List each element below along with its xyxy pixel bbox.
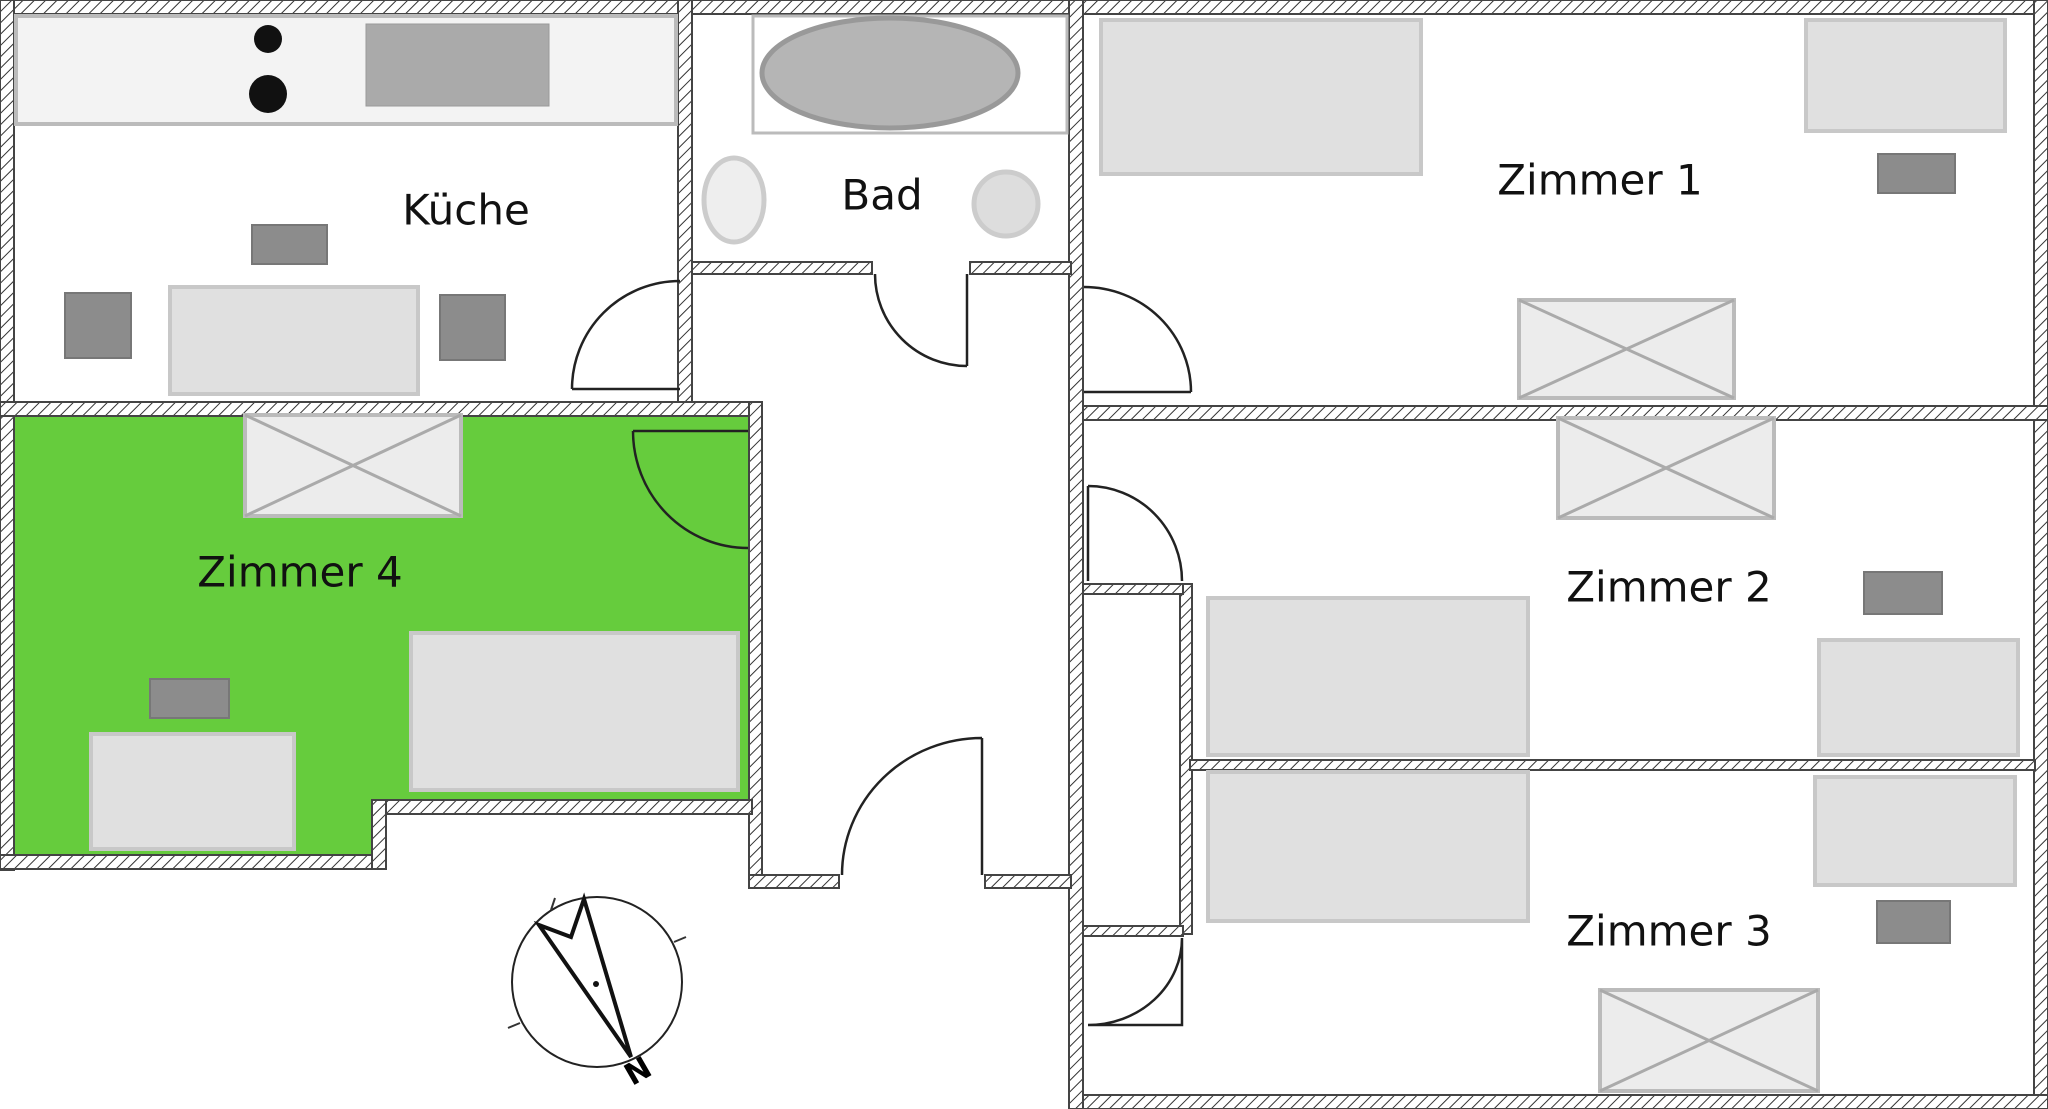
room-label-4: Zimmer 4	[197, 548, 402, 597]
bed	[1206, 596, 1530, 757]
room-4-door[interactable]	[631, 429, 749, 550]
desk	[89, 732, 296, 851]
compass-north-arrow-icon: N	[507, 892, 687, 1093]
room-label-bath: Bad	[841, 171, 922, 220]
bed	[1099, 18, 1423, 176]
toilet	[971, 169, 1041, 239]
bath-sink	[701, 155, 767, 245]
stove-burner-icon	[249, 75, 287, 113]
bath-door[interactable]	[873, 273, 969, 368]
room-label-1: Zimmer 1	[1497, 156, 1702, 205]
desk	[1804, 18, 2007, 133]
bed	[1206, 770, 1530, 923]
kitchen-chair	[251, 224, 328, 265]
kitchen-table	[168, 285, 420, 396]
chair	[1863, 571, 1943, 615]
room-label-3: Zimmer 3	[1566, 907, 1771, 956]
room-label-2: Zimmer 2	[1566, 563, 1771, 612]
room-1-door[interactable]	[1083, 285, 1193, 394]
chair	[1876, 900, 1951, 944]
bed	[409, 631, 740, 792]
desk	[1813, 775, 2017, 887]
chair	[149, 678, 230, 719]
kitchen-sink	[365, 23, 550, 107]
room-2-door[interactable]	[1086, 484, 1184, 582]
room-3-door[interactable]	[1087, 937, 1184, 1027]
cabinet	[1517, 298, 1736, 400]
cabinet	[1556, 416, 1776, 520]
desk	[1817, 638, 2020, 757]
cabinet	[243, 413, 463, 518]
cabinet	[1598, 988, 1820, 1093]
stove-burner-icon	[254, 25, 282, 53]
bathtub	[759, 15, 1021, 131]
kitchen-counter	[14, 14, 678, 126]
compass-label: N	[619, 1050, 658, 1093]
kitchen-chair	[64, 292, 132, 359]
chair	[1877, 153, 1956, 194]
kitchen-door[interactable]	[570, 279, 681, 391]
room-label-kitchen: Küche	[402, 186, 530, 235]
entrance-door[interactable]	[840, 736, 984, 876]
kitchen-chair	[439, 294, 506, 361]
